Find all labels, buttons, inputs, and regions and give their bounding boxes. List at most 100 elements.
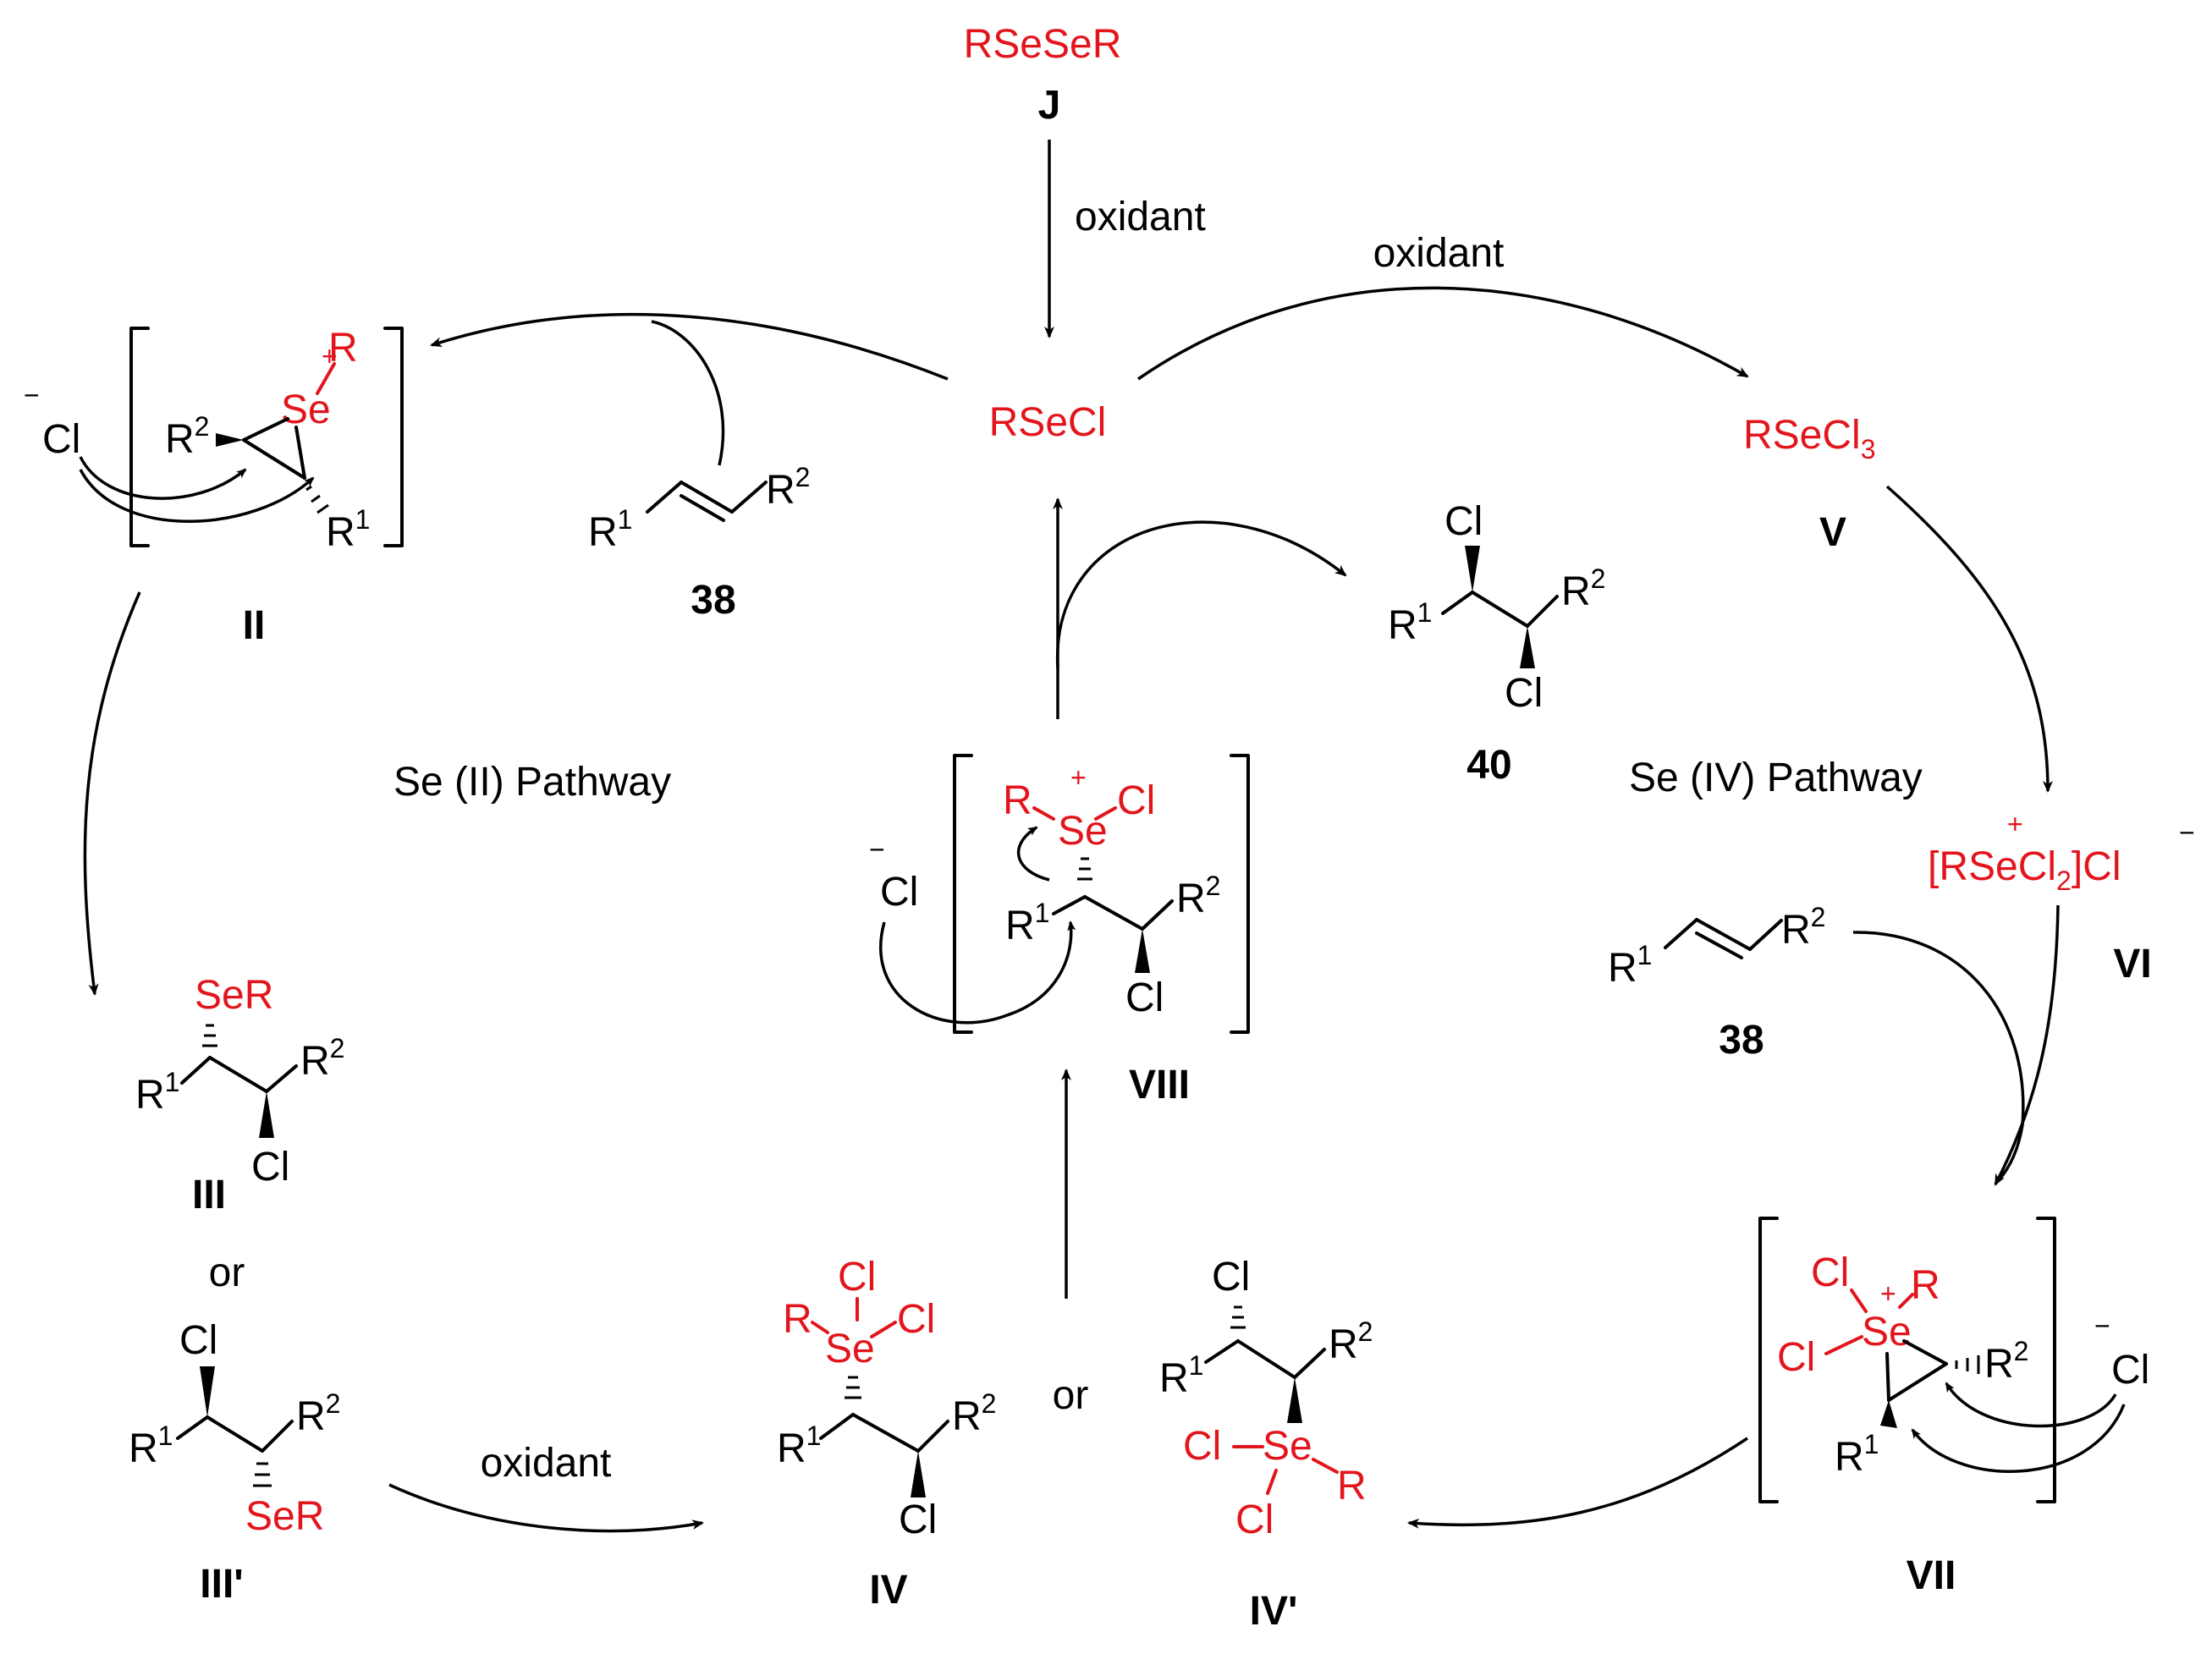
label-II: II	[243, 603, 266, 648]
ionic-formula: [RSeCl2]Cl	[1928, 844, 2121, 896]
label-V: V	[1819, 510, 1846, 555]
arrow-RSeCl-to-RSeCl3	[1137, 286, 1749, 381]
arrow-to-product-40	[1056, 520, 1347, 669]
label-III: III	[192, 1173, 226, 1217]
R1-label: R1	[326, 504, 370, 555]
VIII-chloride: Cl	[880, 870, 918, 915]
VII-Se: Se	[1862, 1310, 1912, 1355]
selenenyl-chloride: RSeCl	[989, 400, 1107, 445]
III-SeR: SeR	[195, 973, 273, 1018]
IIIp-R2: R2	[296, 1388, 340, 1439]
alkene-38-right: R1 R2 38	[1608, 902, 1825, 1063]
IV-Cl-right: Cl	[897, 1297, 935, 1342]
arrow-V-to-VI	[1885, 485, 2053, 793]
compound-V: RSeCl3 V	[1743, 413, 1876, 555]
III-Cl: Cl	[251, 1145, 289, 1190]
bracket-right	[383, 327, 404, 547]
IVp-Cl-bottom: Cl	[1235, 1497, 1274, 1542]
IIIp-Cl: Cl	[179, 1318, 217, 1363]
IV-Cl-top: Cl	[838, 1255, 876, 1300]
label-38-right: 38	[1719, 1018, 1764, 1063]
oxidant-label-bottom: oxidant	[481, 1441, 612, 1486]
VII-bracket-right	[2036, 1217, 2056, 1503]
40-R1: R1	[1388, 597, 1432, 648]
or-label-1: or	[209, 1250, 245, 1295]
label-VII: VII	[1907, 1553, 1956, 1598]
IVp-R: R	[1337, 1464, 1367, 1508]
label-IV-prime: IV'	[1250, 1589, 1298, 1634]
IVp-R2: R2	[1329, 1316, 1373, 1367]
oxidant-label-right: oxidant	[1373, 231, 1505, 276]
ionic-plus: +	[2007, 809, 2023, 839]
intermediate-III: SeR R1 R2 Cl III	[135, 973, 344, 1217]
VIII-Cl-bottom: Cl	[1125, 975, 1164, 1020]
oxidant-label-top: oxidant	[1075, 195, 1206, 239]
label-III-prime: III'	[200, 1562, 243, 1607]
VIII-R2: R2	[1176, 871, 1220, 921]
VIII-R1: R1	[1005, 898, 1049, 948]
intermediate-II: − Cl + R Se R2 R1 II	[24, 326, 404, 648]
ionic-minus: −	[2179, 817, 2195, 848]
VII-chloride-minus: −	[2094, 1311, 2110, 1341]
alkene-38: R1 R2 38	[588, 462, 810, 623]
intermediate-IV: Cl Cl R Se R1 R2 Cl IV	[777, 1255, 996, 1613]
40-R2: R2	[1561, 563, 1605, 614]
VII-bracket-left	[1758, 1217, 1779, 1503]
trichloride-formula: RSeCl3	[1743, 413, 1876, 464]
alkene2-R1: R1	[1608, 940, 1652, 991]
IVp-Se: Se	[1263, 1424, 1312, 1469]
IVp-R1: R1	[1159, 1350, 1203, 1401]
arrow-VII-to-IVp	[1407, 1437, 1748, 1529]
IIIp-R1: R1	[129, 1420, 173, 1471]
label-VIII: VIII	[1129, 1063, 1190, 1107]
compound-VI: [RSeCl2]Cl + − VI	[1928, 809, 2195, 986]
VII-chloride: Cl	[2111, 1348, 2149, 1393]
VIII-bracket-right	[1230, 754, 1250, 1034]
IIIp-SeR: SeR	[245, 1494, 324, 1539]
label-40: 40	[1466, 743, 1511, 788]
label-IV: IV	[869, 1568, 907, 1613]
IV-Cl-bottom: Cl	[899, 1497, 937, 1542]
alkene-entry-curve	[651, 320, 725, 466]
intermediate-VIII: R + Se Cl R1 R2 Cl − Cl VIII	[869, 754, 1250, 1107]
label-38: 38	[691, 578, 735, 623]
label-VI: VI	[2113, 942, 2151, 986]
product-40: Cl R1 R2 Cl 40	[1388, 499, 1605, 788]
arrow-RSeCl-to-II	[430, 312, 949, 381]
alkene2-entry-curve	[1852, 931, 2025, 1182]
chloride-minus: −	[24, 380, 40, 410]
VII-Cl-left: Cl	[1777, 1335, 1815, 1380]
VIII-chloride-minus: −	[869, 834, 885, 865]
III-R2: R2	[300, 1033, 344, 1084]
arrow-VI-to-VII	[1994, 904, 2060, 1186]
IV-Se: Se	[825, 1327, 875, 1371]
R2-label: R2	[165, 411, 209, 462]
IV-R1: R1	[777, 1420, 821, 1471]
VII-R2: R2	[1984, 1336, 2028, 1387]
se2-pathway-label: Se (II) Pathway	[393, 760, 671, 805]
arrow-II-to-III	[83, 591, 141, 996]
VIII-plus: +	[1070, 762, 1087, 793]
chloride: Cl	[42, 417, 80, 462]
IVp-Cl-left: Cl	[1183, 1424, 1221, 1469]
40-Cl-top: Cl	[1444, 499, 1483, 544]
intermediate-III-prime: Cl R1 R2 SeR III'	[129, 1318, 340, 1607]
III-R1: R1	[135, 1067, 179, 1118]
VII-Cl-top: Cl	[1811, 1250, 1849, 1295]
arrow-IIIp-to-IV	[388, 1483, 704, 1533]
VII-R: R	[1911, 1263, 1940, 1308]
IVp-Cl-top: Cl	[1212, 1255, 1250, 1300]
intermediate-IV-prime: Cl R1 R2 Cl Se R Cl IV'	[1159, 1255, 1373, 1634]
40-Cl-bottom: Cl	[1505, 671, 1543, 716]
compound-J: RSeSeR J	[964, 22, 1122, 128]
se4-pathway-label: Se (IV) Pathway	[1629, 756, 1923, 800]
Se-atom: Se	[281, 387, 331, 432]
IV-R: R	[783, 1297, 812, 1342]
label-J: J	[1038, 83, 1061, 128]
VIII-R: R	[1003, 778, 1032, 823]
or-label-2: or	[1053, 1373, 1089, 1418]
bracket-left	[129, 327, 150, 547]
alkene-R1: R1	[588, 504, 632, 555]
VIII-bracket-left	[953, 754, 973, 1034]
